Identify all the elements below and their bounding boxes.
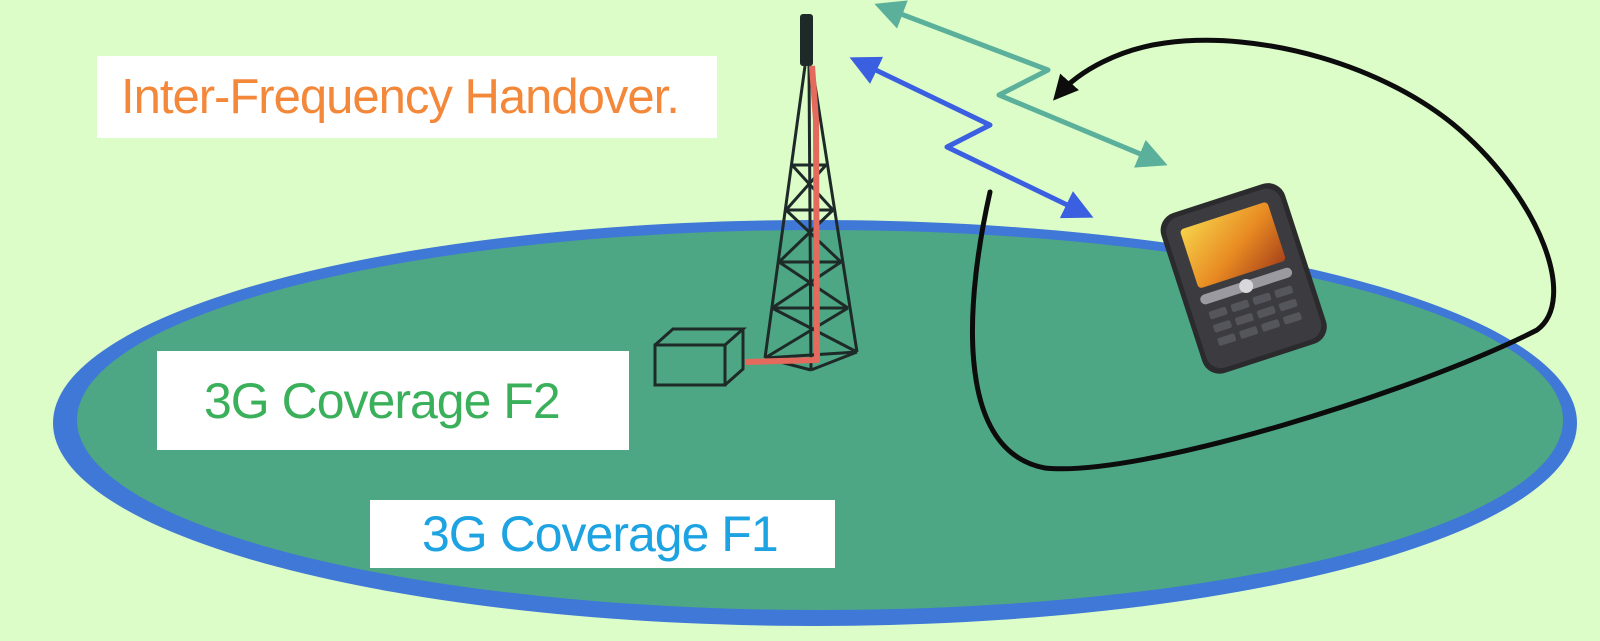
coverage-f1-text: 3G Coverage F1	[422, 506, 779, 562]
coverage-f1-label: 3G Coverage F1	[370, 500, 835, 568]
handover-arrow-icon	[969, 37, 1557, 472]
mobile-phone-icon	[1160, 183, 1327, 374]
title-label: Inter-Frequency Handover.	[97, 56, 717, 138]
coverage-f2-label: 3G Coverage F2	[157, 351, 629, 450]
coverage-f2-text: 3G Coverage F2	[204, 372, 561, 429]
equipment-box-icon	[653, 327, 747, 387]
cell-tower-icon	[744, 14, 859, 372]
radio-link-icon	[849, 0, 1168, 219]
title-text: Inter-Frequency Handover.	[121, 70, 680, 124]
